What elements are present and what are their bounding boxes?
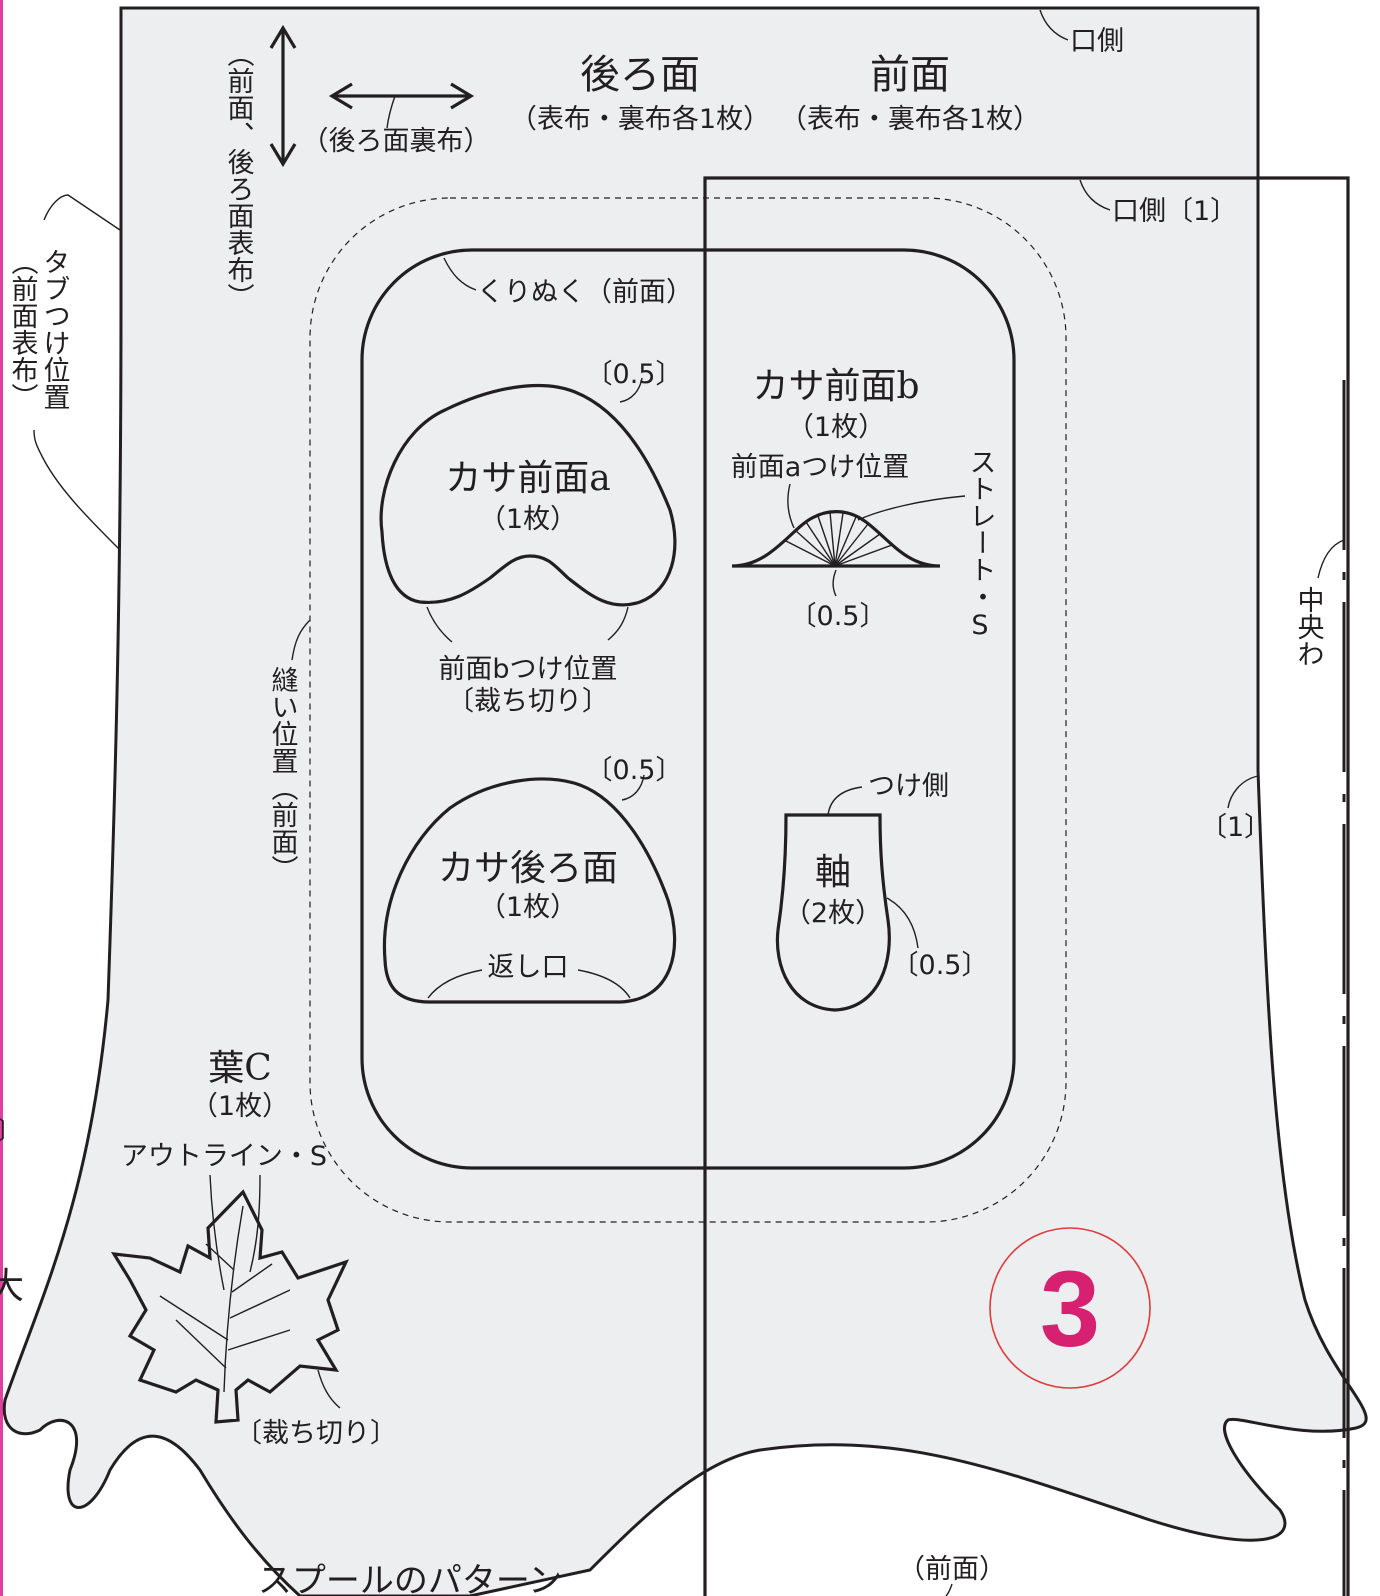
pattern-number-badge: 3	[989, 1227, 1151, 1389]
cutout-label: くりぬく（前面）	[477, 277, 693, 308]
tree-pattern-piece	[2, 6, 1368, 1596]
opening-label: 口側	[1070, 26, 1124, 57]
cap-front-a-attach-b-sub: 〔裁ち切り〕	[447, 686, 609, 717]
cap-front-b-name: カサ前面b	[752, 366, 919, 407]
leaf-c-cut: 〔裁ち切り〕	[235, 1418, 397, 1449]
cap-front-b-shape	[731, 510, 941, 568]
stem-name: 軸	[815, 852, 851, 893]
tab-position-label: タブつけ位置	[39, 248, 70, 410]
cap-front-a-attach-b: 前面bつけ位置	[438, 654, 617, 685]
cap-back-count: （1枚）	[479, 892, 577, 923]
leaf-c-name: 葉C	[208, 1048, 272, 1089]
leaf-c-count: （1枚）	[191, 1091, 289, 1122]
leaf-c-shape	[110, 1189, 350, 1424]
sewing-position-label: 縫い位置（前面）	[267, 666, 299, 882]
stem-shape	[775, 813, 891, 1012]
cap-back-allowance: 〔0.5〕	[586, 755, 683, 786]
cap-front-a-name: カサ前面a	[445, 458, 610, 499]
cap-back-opening: 返し口	[488, 952, 569, 983]
cap-back-name: カサ後ろ面	[438, 848, 618, 889]
cap-front-a-shape	[379, 383, 677, 607]
center-fold-label: 中央わ	[1293, 586, 1324, 667]
seam-1-label: 〔1〕	[1200, 812, 1271, 843]
sewing-line	[309, 197, 1067, 1223]
cap-front-b-stitch: ストレート・S	[965, 448, 996, 641]
front-piece-outline	[703, 176, 1350, 1596]
back-title: 後ろ面	[580, 52, 700, 98]
front-subtitle: （表布・裏布各1枚）	[780, 104, 1040, 135]
stem-count: （2枚）	[784, 898, 882, 929]
left-char-fragment: 大	[0, 1266, 24, 1307]
leaf-c-veins	[159, 1174, 291, 1393]
back-lining-grain-label: （後ろ面裏布）	[302, 126, 491, 157]
front-bottom-label: （前面）	[898, 1554, 1006, 1585]
cap-back-shape	[382, 777, 677, 1004]
tab-position-sub-label: （前面表布）	[7, 248, 39, 410]
back-subtitle: （表布・裏布各1枚）	[510, 104, 770, 135]
left-bracket-fragment: 〕	[0, 1116, 23, 1147]
cap-front-a-allowance: 〔0.5〕	[586, 359, 683, 390]
grain-arrow-vertical	[269, 24, 297, 168]
cap-front-b-allowance: 〔0.5〕	[790, 601, 887, 632]
cutout-outline	[360, 248, 1016, 1170]
cap-front-b-attach-a: 前面aつけ位置	[731, 452, 910, 483]
cap-front-a-count: （1枚）	[479, 504, 577, 535]
grain-arrow-horizontal	[328, 82, 475, 129]
cap-front-b-count: （1枚）	[787, 412, 885, 443]
opening-front-label: 口側〔1〕	[1112, 196, 1237, 227]
leaf-c-stitch: アウトライン・S	[121, 1141, 327, 1172]
front-title: 前面	[870, 52, 950, 98]
pattern-number: 3	[1040, 1248, 1100, 1369]
front-back-grain-label: （前面、後ろ面表布）	[223, 40, 255, 310]
pattern-caption: スプールのパターン	[258, 1561, 562, 1596]
stem-allowance: 〔0.5〕	[892, 950, 989, 981]
stem-attach-side: つけ側	[868, 771, 949, 802]
